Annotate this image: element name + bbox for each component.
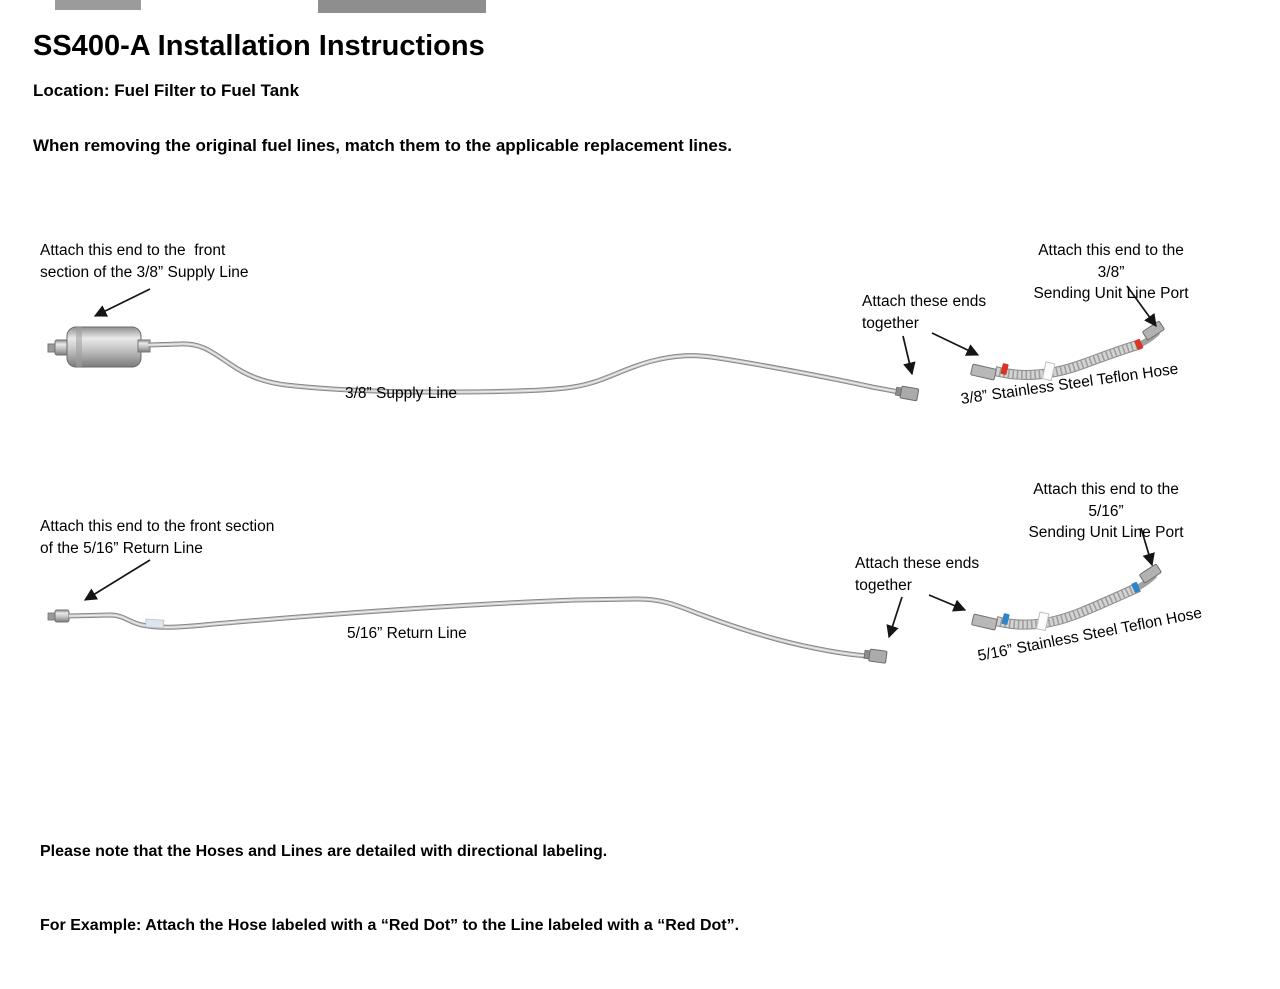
supply-line-label: 3/8” Supply Line <box>345 385 458 402</box>
return-line-tag <box>145 618 165 629</box>
return-hose-blue-dot-right <box>1131 581 1141 593</box>
return-hose-blue-dot-left <box>1001 613 1010 625</box>
return-hose-tag <box>1035 611 1050 632</box>
supply-hose <box>970 320 1165 382</box>
note-line-1: Please note that the Hoses and Lines are… <box>40 843 608 860</box>
callout-return-front: Attach this end to the front section of … <box>40 518 275 557</box>
note-line-2: For Example: Attach the Hose labeled wit… <box>40 916 740 934</box>
supply-hose-red-dot-right <box>1134 338 1144 350</box>
callout-return-ends: Attach these ends together <box>855 555 980 594</box>
callout-arrow-supply-front <box>93 288 151 317</box>
callout-arrow-return-ends-line <box>886 596 903 639</box>
location-line: Location: Fuel Filter to Fuel Tank <box>33 81 300 100</box>
callout-arrow-return-port <box>1140 527 1155 567</box>
callout-arrow-return-front <box>83 559 151 601</box>
supply-hose-red-dot-left <box>1000 363 1009 375</box>
callout-supply-front: Attach this end to the front section of … <box>40 242 249 281</box>
return-line-tube <box>68 596 869 659</box>
callout-supply-port: Attach this end to the 3/8” Sending Unit… <box>1033 242 1189 303</box>
callout-arrow-supply-port <box>1126 285 1157 328</box>
return-hose <box>971 563 1162 632</box>
page-title: SS400-A Installation Instructions <box>33 30 485 62</box>
callout-supply-ends: Attach these ends together <box>862 293 987 332</box>
footer-notes: Please note that the Hoses and Lines are… <box>40 791 739 987</box>
return-line-start-fitting <box>47 609 70 623</box>
return-line-label: 5/16” Return Line <box>347 625 467 642</box>
callout-arrow-return-ends-hose <box>928 594 967 612</box>
fuel-filter <box>47 326 151 368</box>
return-hose-fitting-left <box>971 613 998 631</box>
redacted-block-2 <box>318 0 486 13</box>
return-line-end-fitting <box>863 648 888 664</box>
supply-line-end-fitting <box>894 385 920 402</box>
callout-arrow-supply-ends-hose <box>931 332 980 356</box>
callout-return-port: Attach this end to the 5/16” Sending Uni… <box>1028 481 1184 542</box>
instruction-line: When removing the original fuel lines, m… <box>33 136 733 155</box>
supply-hose-fitting-left <box>970 363 997 381</box>
supply-hose-tag <box>1041 361 1056 382</box>
supply-line-tube <box>147 341 900 395</box>
callout-arrow-supply-ends-line <box>902 335 916 376</box>
return-hose-fitting-right <box>1139 563 1162 584</box>
redacted-block-1 <box>55 0 141 10</box>
